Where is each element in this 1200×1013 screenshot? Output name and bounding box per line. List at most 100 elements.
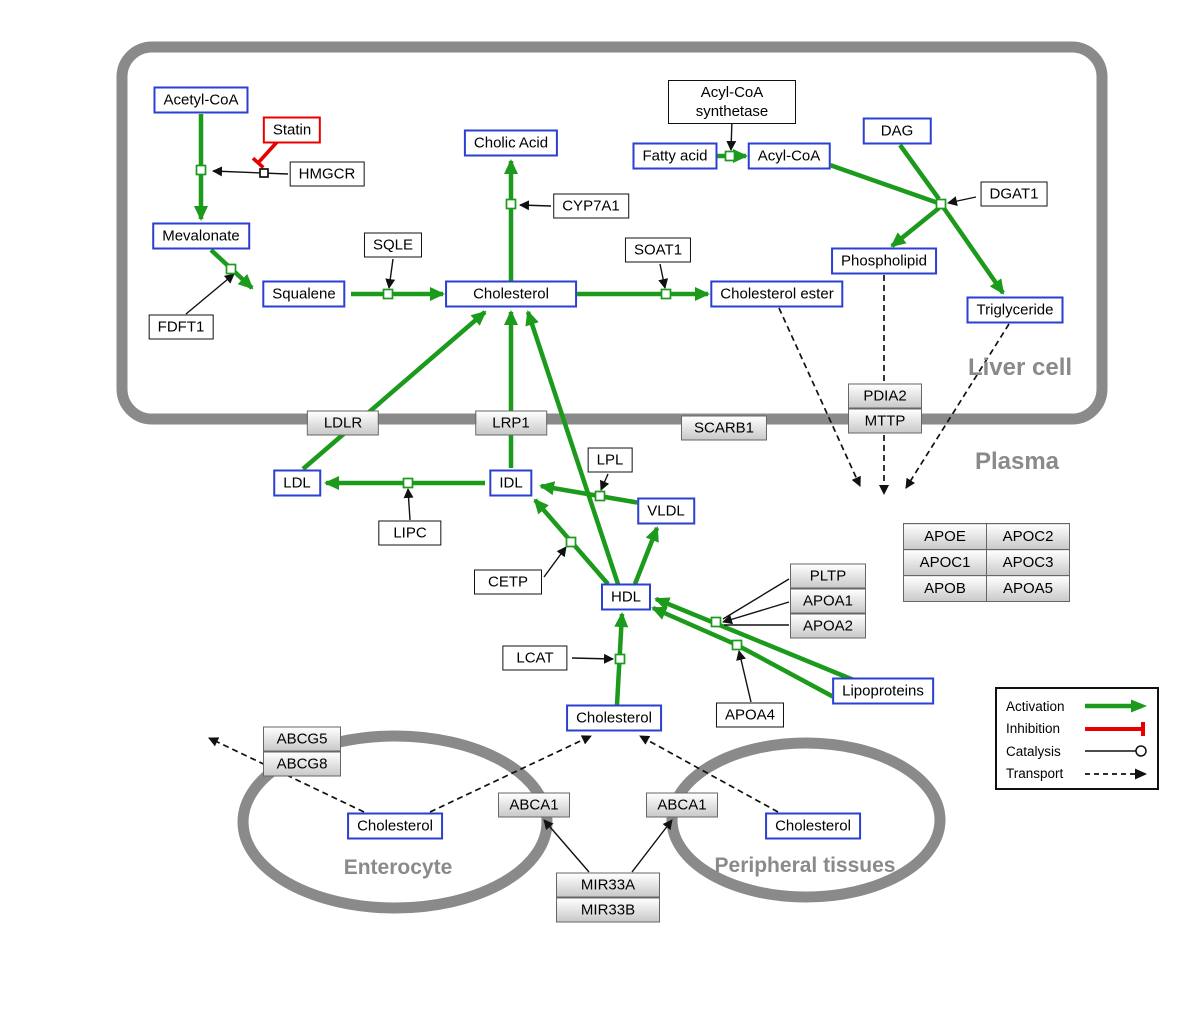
- catalysis-fdft1: [185, 273, 235, 315]
- node-soat1[interactable]: SOAT1: [624, 237, 692, 263]
- node-scarb1[interactable]: SCARB1: [680, 415, 768, 441]
- node-lipoproteins[interactable]: Lipoproteins: [832, 677, 934, 705]
- regulation-mir33-abca1-right: [631, 819, 673, 873]
- node-cholesterol-plasma[interactable]: Cholesterol: [566, 704, 662, 732]
- catalysis-lpl: [600, 473, 610, 491]
- membranes: [116, 41, 1108, 914]
- node-cholesterol-ester[interactable]: Cholesterol ester: [710, 280, 844, 308]
- node-apoa4[interactable]: APOA4: [715, 702, 785, 728]
- node-abca1-peripheral[interactable]: ABCA1: [646, 792, 718, 818]
- node-pltp[interactable]: PLTP: [790, 563, 866, 589]
- node-fdft1[interactable]: FDFT1: [148, 314, 214, 340]
- node-cholesterol-peripheral[interactable]: Cholesterol: [765, 812, 861, 840]
- reaction-node: [505, 198, 517, 210]
- apo-cell-apob[interactable]: APOB: [903, 575, 987, 602]
- node-acyl-coa-synthetase[interactable]: Acyl-CoA synthetase: [668, 80, 796, 124]
- node-lcat[interactable]: LCAT: [502, 645, 568, 671]
- node-cyp7a1[interactable]: CYP7A1: [553, 193, 629, 219]
- reaction-nodes: [195, 150, 947, 665]
- node-cholesterol-enterocyte[interactable]: Cholesterol: [347, 812, 443, 840]
- node-abcg8[interactable]: ABCG8: [263, 751, 341, 777]
- node-idl[interactable]: IDL: [489, 469, 533, 497]
- transport-cholester-to-plasma: [778, 307, 861, 487]
- legend-row-transport: Transport: [1006, 764, 1149, 784]
- node-mttp[interactable]: MTTP: [848, 408, 922, 434]
- node-mir33a[interactable]: MIR33A: [556, 872, 660, 898]
- apo-cell-apoe[interactable]: APOE: [903, 523, 987, 550]
- apo-cell-apoc1[interactable]: APOC1: [903, 549, 987, 576]
- node-cholic-acid[interactable]: Cholic Acid: [463, 129, 559, 157]
- reaction-node: [731, 639, 743, 651]
- node-statin[interactable]: Statin: [262, 116, 322, 144]
- edge-vldl-idl: [539, 481, 641, 506]
- node-ldlr[interactable]: LDLR: [306, 410, 380, 436]
- apo-cell-apoc3[interactable]: APOC3: [986, 549, 1070, 576]
- node-triglyceride[interactable]: Triglyceride: [966, 296, 1064, 324]
- node-lrp1[interactable]: LRP1: [475, 410, 547, 436]
- node-hdl[interactable]: HDL: [600, 583, 652, 611]
- liver-cell-membrane: [116, 41, 1108, 425]
- catalysis-apoa4: [736, 650, 752, 703]
- node-abca1-enterocyte[interactable]: ABCA1: [498, 792, 570, 818]
- legend-row-activation: Activation: [1006, 696, 1149, 716]
- catalysis-pltp: [722, 578, 790, 620]
- node-vldl[interactable]: VLDL: [637, 497, 695, 525]
- transport-dashed-arrow-icon: [1085, 768, 1147, 780]
- catalysis-junction-node: [259, 168, 269, 178]
- legend-catalysis-label: Catalysis: [1006, 743, 1061, 759]
- liver-cell-label: Liver cell: [967, 354, 1073, 381]
- catalysis-cetp: [543, 546, 567, 578]
- reaction-node: [225, 263, 237, 275]
- node-abcg5[interactable]: ABCG5: [263, 726, 341, 752]
- reaction-node: [710, 616, 722, 628]
- edge-dgat1node-phospholipid: [890, 206, 941, 248]
- node-sqle[interactable]: SQLE: [363, 232, 423, 258]
- node-ldl[interactable]: LDL: [273, 469, 321, 497]
- transport-triglyceride-to-plasma: [905, 323, 1010, 489]
- node-mevalonate[interactable]: Mevalonate: [152, 222, 250, 250]
- node-acetyl-coa[interactable]: Acetyl-CoA: [153, 86, 249, 114]
- reaction-node: [195, 164, 207, 176]
- apo-cell-apoc2[interactable]: APOC2: [986, 523, 1070, 550]
- catalysis-hmgcr: [212, 166, 289, 177]
- node-apoa1[interactable]: APOA1: [790, 588, 866, 614]
- catalysis-cyp7a1: [519, 200, 552, 211]
- catalysis-acylcoa-synthetase: [726, 118, 737, 151]
- regulation-mir33-abca1-left: [543, 819, 590, 873]
- node-phospholipid[interactable]: Phospholipid: [831, 247, 937, 275]
- catalysis-lcat: [571, 653, 614, 664]
- activation-arrow-icon: [1085, 699, 1147, 713]
- reaction-node: [402, 477, 414, 489]
- legend-row-catalysis: Catalysis: [1006, 741, 1149, 761]
- legend-activation-label: Activation: [1006, 698, 1065, 714]
- reaction-node: [724, 150, 736, 162]
- node-cholesterol-liver[interactable]: Cholesterol: [445, 280, 577, 308]
- node-dgat1[interactable]: DGAT1: [980, 181, 1048, 207]
- reaction-node: [935, 198, 947, 210]
- node-lpl[interactable]: LPL: [587, 447, 633, 473]
- edge-hdl-liver: [525, 310, 621, 585]
- catalysis-apoa1: [722, 601, 790, 625]
- node-lipc[interactable]: LIPC: [378, 520, 442, 546]
- catalysis-circle-icon: [1085, 745, 1147, 758]
- catalysis-dgat1: [947, 196, 977, 207]
- catalysis-lipc: [403, 488, 414, 521]
- catalysis-edges: [185, 118, 977, 873]
- apolipoprotein-table: APOE APOC2 APOC1 APOC3 APOB APOA5: [903, 523, 1070, 602]
- reaction-node: [565, 536, 577, 548]
- node-acyl-coa[interactable]: Acyl-CoA: [747, 142, 831, 170]
- apo-cell-apoa5[interactable]: APOA5: [986, 575, 1070, 602]
- node-fatty-acid[interactable]: Fatty acid: [632, 142, 718, 170]
- node-squalene[interactable]: Squalene: [262, 280, 346, 308]
- node-mir33b[interactable]: MIR33B: [556, 897, 660, 923]
- node-dag[interactable]: DAG: [862, 117, 932, 145]
- node-hmgcr[interactable]: HMGCR: [289, 161, 365, 187]
- reaction-node: [660, 288, 672, 300]
- edge-dag-dgat1node: [898, 143, 941, 201]
- reaction-node: [614, 653, 626, 665]
- node-apoa2[interactable]: APOA2: [790, 613, 866, 639]
- node-pdia2[interactable]: PDIA2: [848, 383, 922, 409]
- node-cetp[interactable]: CETP: [473, 569, 543, 595]
